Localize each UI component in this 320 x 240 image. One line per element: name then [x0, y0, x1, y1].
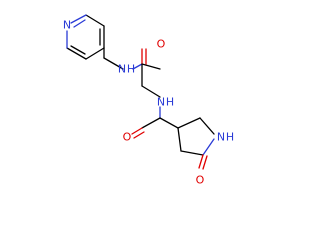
bond-carbonyl-3a: [198, 154, 204, 169]
atom-h-amide1: H: [127, 63, 135, 76]
bond-lactam-2: [199, 117, 215, 135]
molecule-diagram: N N H O N H O N H O: [63, 14, 234, 187]
bond-lactam-1: [177, 117, 201, 129]
atom-o-amide2: O: [123, 131, 132, 144]
pyridine-ring: [66, 14, 105, 60]
bond-ring-4: [66, 47, 87, 60]
atom-n-pyridine: N: [63, 19, 71, 32]
atom-n-amide1: N: [118, 63, 126, 76]
bond-chain-i: [159, 117, 179, 129]
atom-o-lactam: O: [196, 174, 205, 187]
bond-chain-f: [141, 85, 161, 98]
atom-n-lactam: N: [217, 131, 225, 144]
bond-ring-6-inner: [73, 19, 86, 28]
bond-lactam-4: [180, 150, 204, 156]
atom-h-amide2: H: [166, 96, 174, 109]
bond-lactam-5: [177, 127, 182, 152]
bond-carbonyl-2b: [133, 131, 145, 139]
main-chain: [103, 47, 179, 139]
bond-ring-1: [85, 14, 105, 27]
bond-ring-6: [70, 14, 87, 24]
atom-h-lactam: H: [226, 131, 234, 144]
bond-chain-h: [141, 117, 161, 129]
bond-carbonyl-3b: [202, 155, 208, 170]
atom-o-amide1: O: [157, 38, 166, 51]
bond-chain-c: [132, 63, 143, 70]
bond-ring-3: [85, 47, 105, 60]
bond-chain-b: [103, 57, 124, 70]
bond-carbonyl-2a: [131, 127, 143, 135]
bond-lactam-3: [202, 138, 215, 156]
pyrrolidinone-ring: [177, 117, 215, 170]
bond-ring-4-inner: [70, 45, 86, 55]
atom-n-amide2: N: [157, 96, 165, 109]
bond-chain-d: [141, 63, 161, 70]
